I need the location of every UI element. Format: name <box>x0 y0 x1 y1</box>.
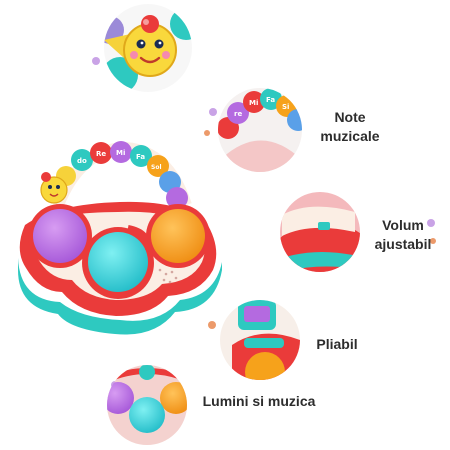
feature-label-line: Volum <box>382 217 424 233</box>
toy-key-fa: Fa <box>136 153 145 161</box>
feature-label-note-muzicale: Note muzicale <box>300 108 400 146</box>
feature-label-volum-ajustabil: Volum ajustabil <box>358 216 448 254</box>
svg-text:Fa: Fa <box>266 96 275 104</box>
volume-detail <box>280 192 360 272</box>
decorative-dots <box>92 57 436 389</box>
feature-label-lumini-si-muzica: Lumini si muzica <box>202 393 316 409</box>
foldable-detail <box>220 300 300 380</box>
caterpillar-face-detail <box>104 4 192 92</box>
svg-text:re: re <box>234 110 242 118</box>
toy-key-re: Re <box>96 150 106 158</box>
lights-detail <box>107 365 187 445</box>
toy-key-mi: Mi <box>116 149 125 157</box>
feature-label-pliabil: Pliabil <box>316 336 358 352</box>
toy-key-sol: Sol <box>151 164 162 171</box>
feature-label-line: Note <box>334 109 366 125</box>
svg-text:Mi: Mi <box>249 99 258 107</box>
toy-key-do: do <box>77 157 87 165</box>
svg-text:Si: Si <box>282 103 289 111</box>
drum-toy-illustration: Re Mi Fa Sol do <box>18 141 222 335</box>
feature-label-line: ajustabil <box>374 236 432 252</box>
feature-label-line: muzicale <box>320 128 380 144</box>
